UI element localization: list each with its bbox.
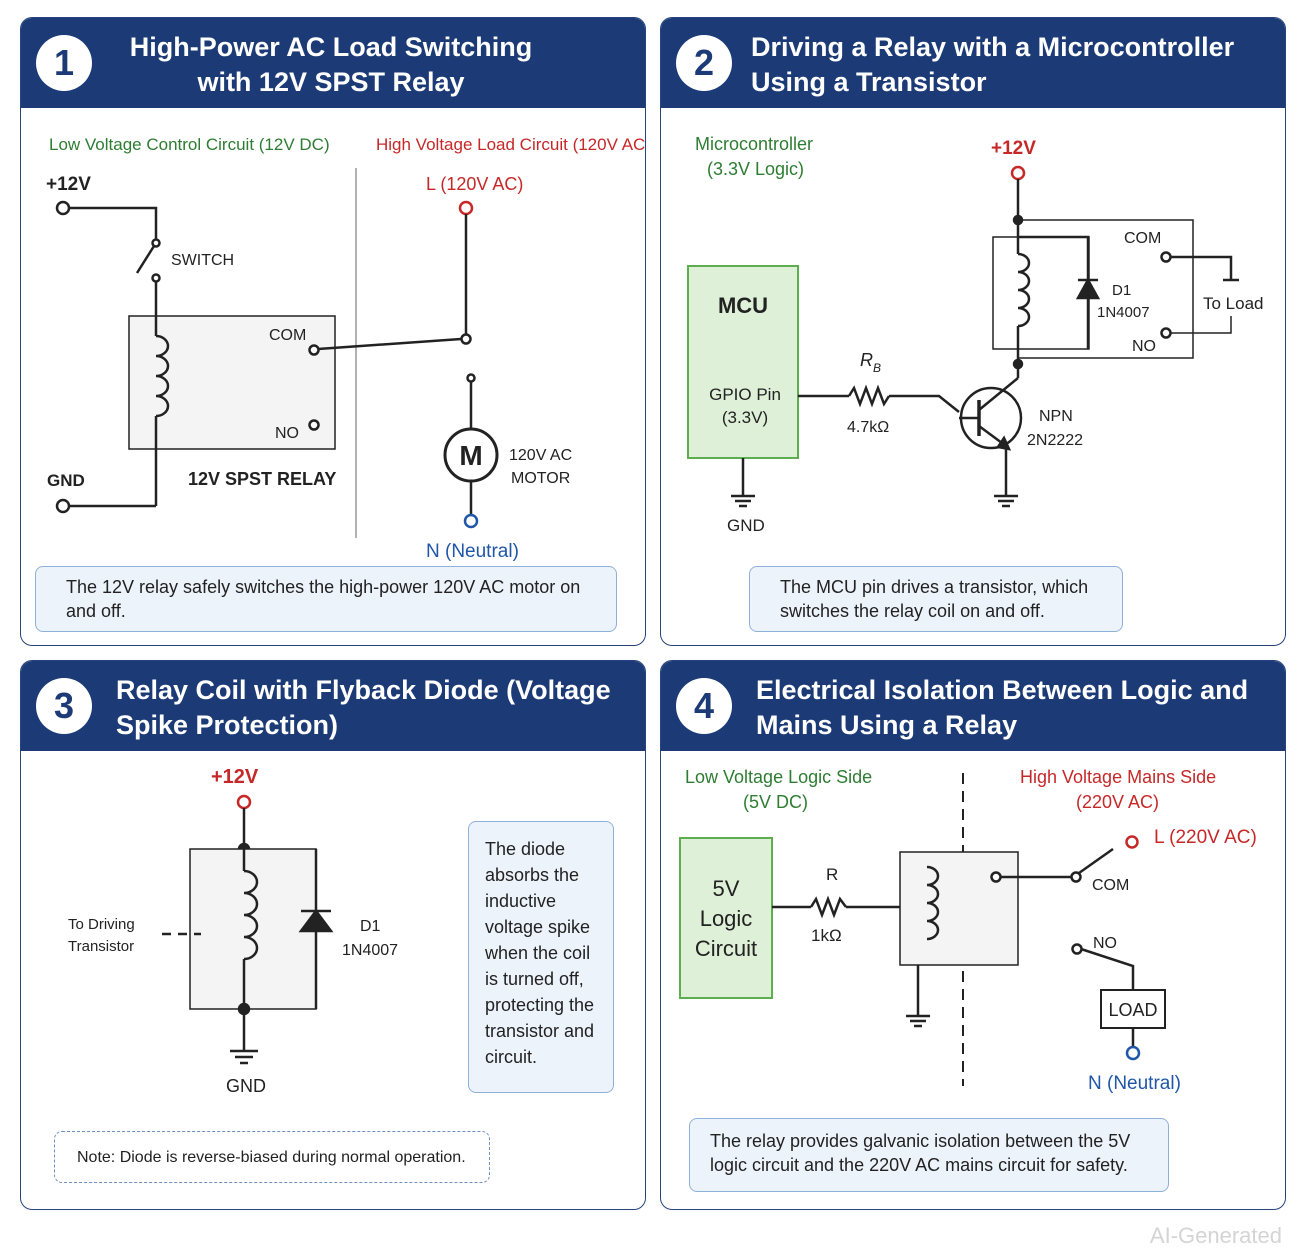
- resistor-label: R: [826, 865, 838, 884]
- panel-header: [21, 18, 645, 108]
- com-label: COM: [1092, 877, 1129, 894]
- caption-box: The 12V relay safely switches the high-p…: [35, 566, 617, 632]
- panel-header: [661, 18, 1285, 108]
- motor-label-line1: 120V AC: [509, 447, 572, 464]
- diode-label: D1: [360, 918, 381, 935]
- resistor-value: 1kΩ: [811, 926, 842, 945]
- panel-ac-load-switching: 1 High-Power AC Load Switching with 12V …: [20, 17, 646, 646]
- com-label: COM: [1124, 230, 1161, 247]
- caption-text: The relay provides galvanic isolation be…: [710, 1131, 1131, 1175]
- panel-mcu-relay-driver: 2 Driving a Relay with a Microcontroller…: [660, 17, 1286, 646]
- relay-switching-schematic: Low Voltage Control Circuit (12V DC) Hig…: [46, 135, 646, 562]
- logic-label-line3: Circuit: [695, 936, 757, 961]
- plus12v-label: +12V: [991, 138, 1036, 159]
- logic-level-label: (3.3V Logic): [707, 159, 804, 179]
- low-voltage-side-label: Low Voltage Logic Side: [685, 767, 872, 787]
- motor-symbol: M: [459, 440, 482, 471]
- high-voltage-side-label: High Voltage Load Circuit (120V AC): [376, 135, 646, 154]
- line-label: L (120V AC): [426, 174, 523, 194]
- low-voltage-side-value: (5V DC): [743, 792, 808, 812]
- panel-number-badge: 2: [676, 35, 732, 91]
- neutral-label: N (Neutral): [1088, 1073, 1181, 1094]
- neutral-label: N (Neutral): [426, 541, 519, 562]
- caption-text: The 12V relay safely switches the high-p…: [66, 577, 581, 621]
- panel-header: [21, 661, 645, 751]
- panel-title: High-Power AC Load Switching with 12V SP…: [129, 32, 533, 97]
- motor-label-line2: MOTOR: [511, 470, 570, 487]
- resistor-label: RB: [860, 350, 881, 375]
- to-driving-label-line1: To Driving: [68, 916, 135, 933]
- relay-label: 12V SPST RELAY: [188, 469, 336, 489]
- logic-label-line2: Logic: [700, 906, 753, 931]
- isolation-schematic: Low Voltage Logic Side (5V DC) High Volt…: [679, 767, 1257, 1094]
- plus12v-label: +12V: [211, 766, 259, 788]
- low-voltage-side-label: Low Voltage Control Circuit (12V DC): [49, 135, 330, 154]
- plus12v-label: +12V: [46, 174, 91, 195]
- panel-number-badge: 1: [36, 35, 92, 91]
- flyback-diode-schematic: +12V GND To Driving Transistor D1 1N4007: [68, 766, 398, 1096]
- load-label: LOAD: [1108, 1000, 1157, 1020]
- panel-number-badge: 3: [36, 678, 92, 734]
- caption-box: The relay provides galvanic isolation be…: [689, 1118, 1169, 1192]
- switch-label: SWITCH: [171, 252, 234, 269]
- no-label: NO: [1093, 935, 1117, 952]
- high-voltage-side-value: (220V AC): [1076, 792, 1159, 812]
- npn-label: NPN: [1039, 408, 1073, 425]
- explanation-text: The diode absorbs the inductive voltage …: [485, 839, 595, 1067]
- panel-electrical-isolation: 4 Electrical Isolation Between Logic and…: [660, 660, 1286, 1210]
- panel-title: Driving a Relay with a Microcontroller U…: [751, 32, 1235, 97]
- microcontroller-label: Microcontroller: [695, 134, 813, 154]
- resistor-value: 4.7kΩ: [847, 419, 889, 436]
- note-box: Note: Diode is reverse-biased during nor…: [54, 1131, 490, 1183]
- high-voltage-side-label: High Voltage Mains Side: [1020, 767, 1216, 787]
- diode-label: D1: [1112, 282, 1131, 299]
- gpio-voltage-label: (3.3V): [722, 408, 768, 427]
- transistor-driver-schematic: Microcontroller (3.3V Logic) +12V MCU GP…: [687, 134, 1264, 535]
- panel-header: [661, 661, 1285, 751]
- gnd-label: GND: [47, 471, 85, 490]
- no-label: NO: [1132, 338, 1156, 355]
- transistor-part-label: 2N2222: [1027, 432, 1083, 449]
- to-load-label: To Load: [1203, 294, 1264, 313]
- gnd-label: GND: [226, 1076, 266, 1096]
- panel-number-badge: 4: [676, 678, 732, 734]
- logic-circuit-block: [679, 837, 773, 999]
- diode-part-label: 1N4007: [342, 942, 398, 959]
- gpio-pin-label: GPIO Pin: [709, 385, 781, 404]
- explanation-box: The diode absorbs the inductive voltage …: [468, 821, 614, 1093]
- com-label: COM: [269, 327, 306, 344]
- panel-flyback-diode: 3 Relay Coil with Flyback Diode (Voltage…: [20, 660, 646, 1210]
- caption-text: The MCU pin drives a transistor, which s…: [780, 577, 1089, 621]
- caption-box: The MCU pin drives a transistor, which s…: [749, 566, 1123, 632]
- logic-label-line1: 5V: [713, 876, 740, 901]
- gnd-label: GND: [727, 516, 765, 535]
- panel-title: Relay Coil with Flyback Diode (Voltage S…: [116, 675, 611, 740]
- panel-title: Electrical Isolation Between Logic and M…: [756, 675, 1249, 740]
- no-label: NO: [275, 425, 299, 442]
- note-text: Note: Diode is reverse-biased during nor…: [77, 1149, 466, 1166]
- ai-generated-watermark: AI-Generated: [1149, 1223, 1282, 1248]
- to-driving-label-line2: Transistor: [68, 938, 134, 955]
- diode-part-label: 1N4007: [1097, 304, 1150, 321]
- mcu-label: MCU: [718, 293, 768, 318]
- line-label: L (220V AC): [1154, 827, 1257, 848]
